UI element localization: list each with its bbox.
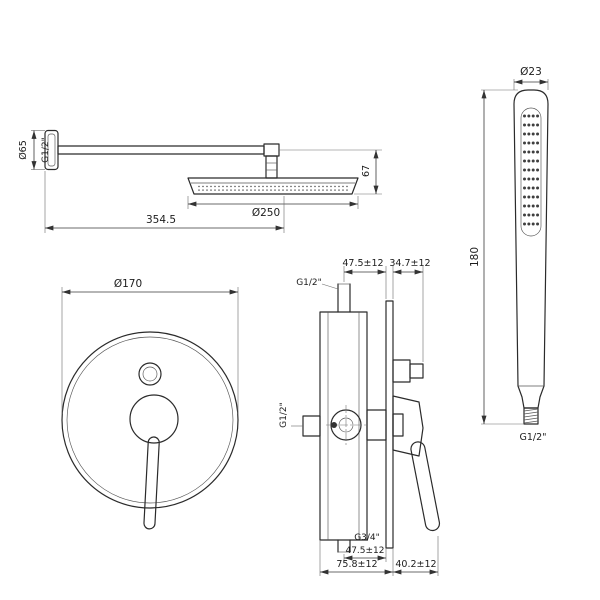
- dim-label-head-height: 67: [361, 165, 372, 177]
- handle-lever-side: [410, 441, 441, 532]
- handle-hub: [129, 394, 179, 444]
- dim-label-plate-diameter: Ø170: [114, 278, 142, 290]
- hand-shower-view: Ø23 180 G1/2": [469, 66, 549, 443]
- escutcheon-side: [385, 300, 394, 549]
- diverter-knob-side: [392, 359, 411, 383]
- arm-elbow: [263, 143, 280, 157]
- dim-label-valve-top-left: 47.5±12: [342, 258, 383, 269]
- mixer-lever: [143, 436, 160, 530]
- hand-shower-face: [520, 107, 542, 237]
- shower-arm: [57, 145, 265, 155]
- dim-label-hand-thread: G1/2": [519, 432, 546, 443]
- dim-label-valve-top-thread: G1/2": [296, 278, 322, 288]
- valve-body: [319, 311, 368, 541]
- dim-label-valve-bottom-inner: 47.5±12: [345, 546, 384, 556]
- dim-label-valve-bottom-thread: G3/4": [354, 533, 380, 543]
- hand-shower-thread: [523, 407, 539, 425]
- dim-label-hand-diameter: Ø23: [520, 66, 542, 78]
- shower-head-nozzles: [198, 185, 348, 191]
- head-connector: [265, 155, 278, 179]
- dim-label-valve-top-right: 34.7±12: [389, 258, 430, 269]
- dim-label-flange-thread: G1/2": [41, 137, 51, 163]
- shower-arm-assembly: Ø65 G1/2" Ø250 67 354.5: [18, 129, 382, 233]
- cartridge-stem: [366, 409, 387, 441]
- diverter-button: [138, 362, 162, 386]
- rain-shower-head: [187, 177, 359, 195]
- cartridge-screw: [331, 422, 337, 428]
- dim-label-arm-length: 354.5: [146, 214, 176, 226]
- dim-label-valve-bottom-right: 40.2±12: [395, 559, 436, 570]
- dim-label-head-diameter: Ø250: [252, 207, 280, 219]
- mixer-plate-front-view: Ø170: [61, 278, 239, 530]
- dim-label-valve-side-thread: G1/2": [279, 402, 289, 428]
- dim-label-hand-length: 180: [469, 247, 481, 267]
- dim-label-valve-bottom-left: 75.8±12: [336, 559, 377, 570]
- handle-base-side: [392, 395, 424, 457]
- dim-label-flange-diameter: Ø65: [18, 140, 29, 160]
- hand-shower-nozzles: [523, 114, 540, 226]
- hand-shower-body: [513, 89, 549, 409]
- side-inlet: [302, 415, 321, 437]
- mixer-valve-side-view: G1/2" 47.5±12 34.7±12 G1/2" G3/4" 47.5±1…: [279, 258, 441, 576]
- mixer-plate: [61, 331, 239, 509]
- wall-flange-inner: [47, 133, 56, 167]
